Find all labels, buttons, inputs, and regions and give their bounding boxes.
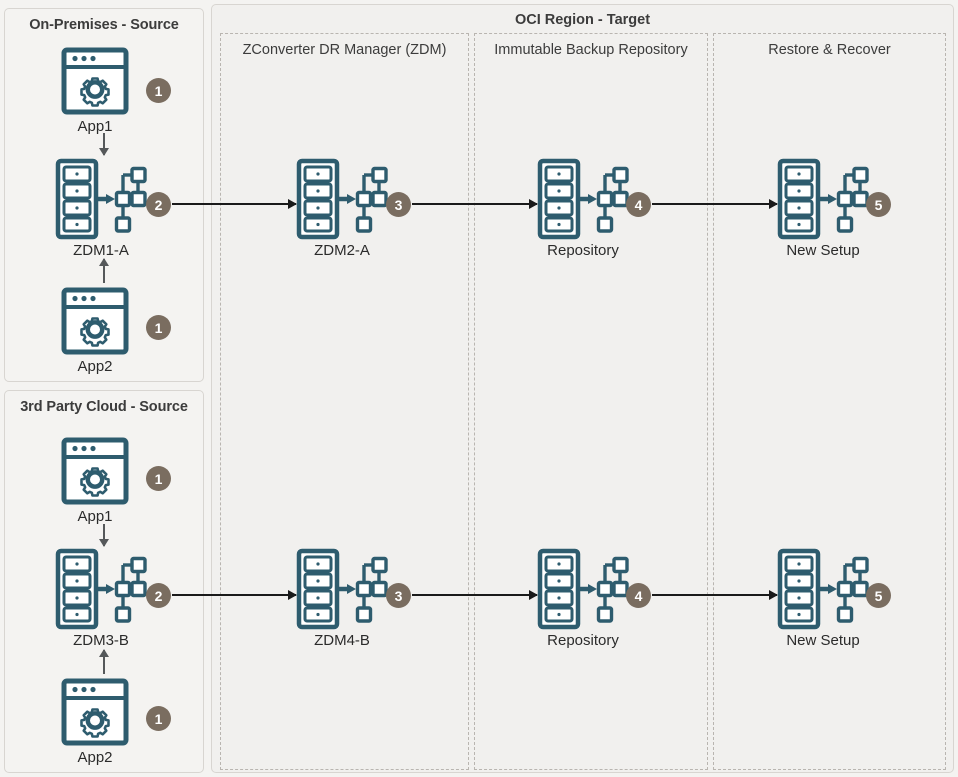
step-badge: 2: [146, 192, 171, 217]
node-zdm4-b[interactable]: ZDM4-B: [296, 548, 391, 649]
column-immutable-repository: Immutable Backup Repository: [474, 33, 708, 770]
connector-cloud-source-to-zdm4b: [172, 590, 297, 600]
column-zdm-manager: ZConverter DR Manager (ZDM): [220, 33, 469, 770]
step-badge: 1: [146, 78, 171, 103]
oci-region-panel: OCI Region - Target ZConverter DR Manage…: [211, 4, 954, 773]
app-window-gear-icon: [61, 437, 129, 505]
node-label: ZDM4-B: [314, 632, 370, 649]
node-zdm2-a[interactable]: ZDM2-A: [296, 158, 391, 259]
step-badge: 5: [866, 192, 891, 217]
step-badge: 4: [626, 192, 651, 217]
step-badge: 1: [146, 315, 171, 340]
step-badge: 3: [386, 583, 411, 608]
connector-repository-to-newsetup-bottom: [652, 590, 778, 600]
connector-cloud-app2-to-zdm3b: [99, 649, 109, 674]
node-onprem-app2[interactable]: App2: [60, 286, 130, 375]
server-network-icon: [296, 158, 388, 240]
step-badge: 3: [386, 192, 411, 217]
node-label: ZDM3-B: [73, 632, 129, 649]
node-zdm1-a[interactable]: ZDM1-A: [55, 158, 150, 259]
node-label: App2: [77, 749, 113, 766]
node-repository-top[interactable]: Repository: [537, 158, 632, 259]
step-badge: 4: [626, 583, 651, 608]
server-network-icon: [55, 548, 147, 630]
node-label: Repository: [547, 242, 619, 259]
connector-source-to-zdm2a: [172, 199, 297, 209]
connector-zdm4b-to-repository: [412, 590, 538, 600]
server-network-icon: [777, 158, 869, 240]
connector-cloud-app1-to-zdm3b: [99, 524, 109, 547]
on-premises-source-title: On-Premises - Source: [29, 17, 179, 33]
app-window-gear-icon: [61, 287, 129, 355]
step-badge: 1: [146, 706, 171, 731]
node-label: App1: [77, 508, 113, 525]
column-zdm-manager-title: ZConverter DR Manager (ZDM): [242, 42, 447, 58]
column-restore-recover: Restore & Recover: [713, 33, 946, 770]
node-new-setup-top[interactable]: New Setup: [777, 158, 872, 259]
step-badge: 5: [866, 583, 891, 608]
node-label: New Setup: [786, 632, 860, 649]
third-party-cloud-source-title: 3rd Party Cloud - Source: [20, 399, 188, 415]
node-new-setup-bottom[interactable]: New Setup: [777, 548, 872, 649]
app-window-gear-icon: [61, 47, 129, 115]
server-network-icon: [777, 548, 869, 630]
node-label: ZDM2-A: [314, 242, 370, 259]
server-network-icon: [537, 158, 629, 240]
column-restore-recover-title: Restore & Recover: [768, 42, 891, 58]
server-network-icon: [537, 548, 629, 630]
app-window-gear-icon: [61, 678, 129, 746]
connector-app2-to-zdm1a: [99, 258, 109, 283]
server-network-icon: [296, 548, 388, 630]
step-badge: 1: [146, 466, 171, 491]
column-immutable-repository-title: Immutable Backup Repository: [494, 42, 688, 58]
node-label: New Setup: [786, 242, 860, 259]
oci-region-title: OCI Region - Target: [514, 12, 651, 28]
node-repository-bottom[interactable]: Repository: [537, 548, 632, 649]
connector-repository-to-newsetup: [652, 199, 778, 209]
node-label: App1: [77, 118, 113, 135]
node-cloud-app1[interactable]: App1: [60, 436, 130, 525]
node-onprem-app1[interactable]: App1: [60, 46, 130, 135]
server-network-icon: [55, 158, 147, 240]
node-cloud-app2[interactable]: App2: [60, 677, 130, 766]
node-label: ZDM1-A: [73, 242, 129, 259]
connector-app1-to-zdm1a: [99, 133, 109, 156]
step-badge: 2: [146, 583, 171, 608]
connector-zdm2a-to-repository: [412, 199, 538, 209]
node-label: App2: [77, 358, 113, 375]
node-label: Repository: [547, 632, 619, 649]
node-zdm3-b[interactable]: ZDM3-B: [55, 548, 150, 649]
